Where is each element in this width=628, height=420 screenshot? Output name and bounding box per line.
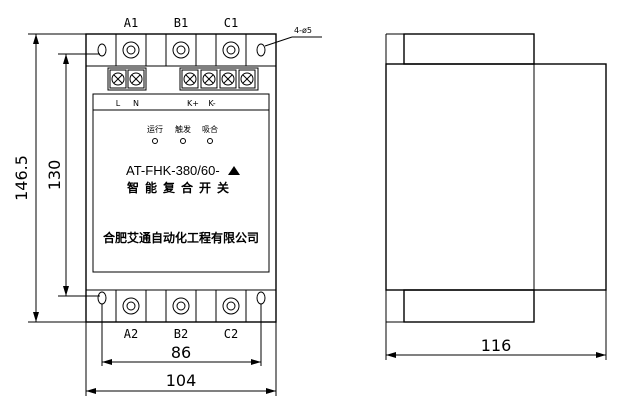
terminal-screw-icon: [172, 41, 190, 59]
side-bottom-tab: [403, 289, 535, 323]
control-label-k-plus: K+: [187, 99, 199, 108]
terminal-label-a1: A1: [124, 16, 138, 30]
manufacturer-name: 合肥艾通自动化工程有限公司: [103, 230, 259, 245]
product-name: 智能复合开关: [126, 180, 235, 195]
indicator-label-trigger: 触发: [175, 124, 191, 134]
mounting-hole-icon: [256, 43, 266, 57]
model-number: AT-FHK-380/60-: [126, 163, 220, 178]
terminal-label-b1: B1: [174, 16, 188, 30]
terminal-label-c2: C2: [224, 327, 238, 341]
front-panel: [92, 93, 270, 273]
delta-triangle-icon: [228, 166, 240, 175]
terminal-label-c1: C1: [224, 16, 238, 30]
dimension-hole-height: 130: [45, 53, 100, 297]
indicator-leds: [152, 138, 213, 144]
dim-hole-width-text: 86: [171, 343, 191, 362]
mounting-hole-icon: [256, 291, 266, 305]
mounting-hole-icon: [97, 43, 107, 57]
indicator-label-run: 运行: [147, 124, 163, 134]
bottom-terminal-block: [115, 289, 247, 323]
dim-hole-height-text: 130: [45, 160, 64, 191]
mounting-holes: [97, 43, 266, 305]
top-terminal-block: [115, 33, 247, 67]
side-body: [385, 63, 607, 291]
terminal-screw-icon: [222, 41, 240, 59]
mounting-hole-icon: [97, 291, 107, 305]
dim-depth-text: 116: [481, 336, 512, 355]
terminal-screw-icon: [122, 41, 140, 59]
dim-overall-height-text: 146.5: [12, 155, 31, 201]
dimension-overall-height: 146.5: [12, 33, 86, 323]
terminal-screw-icon: [222, 297, 240, 315]
led-icon: [152, 138, 158, 144]
control-terminals: [107, 67, 259, 91]
dimension-overall-width: 104: [85, 322, 277, 396]
control-label-l: L: [116, 99, 121, 108]
side-top-tab: [403, 33, 535, 65]
control-label-n: N: [133, 99, 139, 108]
terminal-label-b2: B2: [174, 327, 188, 341]
led-icon: [180, 138, 186, 144]
enclosure-outline: [85, 33, 277, 323]
hole-note: 4-ø5: [264, 26, 322, 47]
front-view: A1 B1 C1 A2 B2 C2 L N K+ K- 运行 触发 吸合 AT-…: [85, 16, 277, 341]
terminal-label-a2: A2: [124, 327, 138, 341]
indicator-label-engage: 吸合: [202, 124, 218, 134]
terminal-screw-icon: [172, 297, 190, 315]
side-view: [385, 33, 607, 323]
control-label-k-minus: K-: [208, 99, 215, 108]
hole-note-text: 4-ø5: [294, 26, 312, 35]
dimension-hole-width: 86: [101, 304, 262, 366]
terminal-screw-icon: [122, 297, 140, 315]
led-icon: [207, 138, 213, 144]
dimension-depth: 116: [385, 290, 607, 360]
dim-overall-width-text: 104: [166, 371, 197, 390]
